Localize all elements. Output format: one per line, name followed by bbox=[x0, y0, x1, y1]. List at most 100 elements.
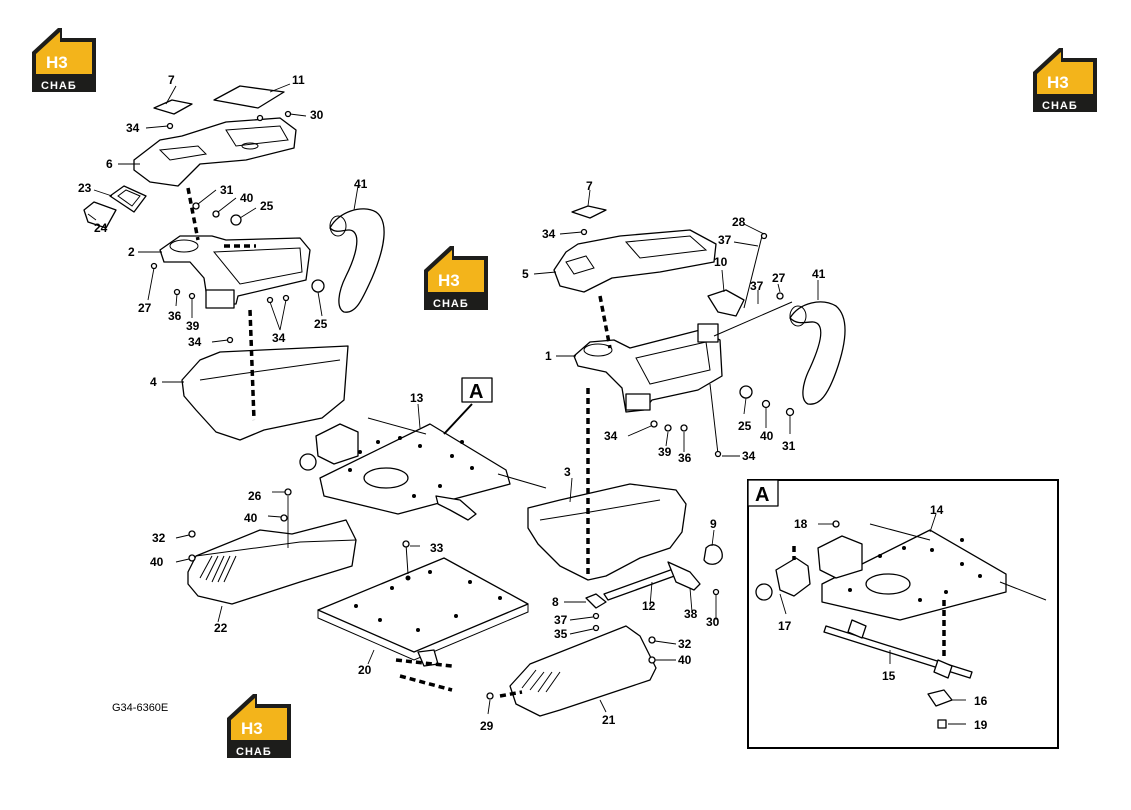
callout-15: 15 bbox=[882, 669, 896, 683]
callout-39: 39 bbox=[658, 445, 672, 459]
logo-word: СНАБ bbox=[433, 298, 469, 310]
detail-a-panel: A bbox=[747, 479, 1059, 749]
part-13-base-plate bbox=[299, 403, 547, 521]
part-2-housing bbox=[159, 235, 311, 305]
callout-12: 12 bbox=[642, 599, 656, 613]
part-6-top-console bbox=[133, 117, 297, 187]
callout-11: 11 bbox=[292, 73, 305, 87]
callout-7: 7 bbox=[168, 73, 175, 87]
detail-a-label: A bbox=[755, 484, 769, 506]
callout-14: 14 bbox=[930, 503, 944, 517]
logo-top-right: H3 СНАБ bbox=[1033, 48, 1097, 112]
part-17-lever bbox=[775, 557, 811, 597]
callout-37: 37 bbox=[554, 613, 568, 627]
part-23-frame bbox=[109, 185, 147, 213]
callout-27: 27 bbox=[772, 271, 786, 285]
callout-30: 30 bbox=[706, 615, 720, 629]
logo-mark-text: H3 bbox=[46, 53, 68, 72]
callout-34: 34 bbox=[272, 331, 286, 345]
callout-41: 41 bbox=[812, 267, 826, 281]
part-8-clip bbox=[585, 593, 607, 609]
callout-1: 1 bbox=[545, 349, 552, 363]
callout-2: 2 bbox=[128, 245, 135, 259]
part-12-rod bbox=[564, 529, 723, 635]
callout-34: 34 bbox=[126, 121, 140, 135]
callout-38: 38 bbox=[684, 607, 698, 621]
part-21-cover bbox=[486, 625, 677, 717]
callout-34: 34 bbox=[742, 449, 756, 463]
logo-word: СНАБ bbox=[236, 746, 272, 758]
callout-25: 25 bbox=[314, 317, 328, 331]
part-25c-knob bbox=[739, 385, 753, 399]
callout-30: 30 bbox=[310, 108, 324, 122]
callout-29: 29 bbox=[480, 719, 494, 733]
part-25-knob bbox=[230, 214, 242, 226]
callout-25: 25 bbox=[260, 199, 274, 213]
logo-mark-text: H3 bbox=[241, 719, 263, 738]
part-15-shaft bbox=[823, 625, 973, 679]
callout-32: 32 bbox=[152, 531, 166, 545]
callout-32: 32 bbox=[678, 637, 692, 651]
part-9-knob bbox=[703, 544, 723, 565]
callout-18: 18 bbox=[794, 517, 808, 531]
callout-36: 36 bbox=[168, 309, 182, 323]
callout-16: 16 bbox=[974, 694, 988, 708]
callout-20: 20 bbox=[358, 663, 372, 677]
callout-8: 8 bbox=[552, 595, 559, 609]
callout-24: 24 bbox=[94, 221, 108, 235]
callout-9: 9 bbox=[710, 517, 717, 531]
callout-34: 34 bbox=[542, 227, 556, 241]
logo-top-left: H3 СНАБ bbox=[32, 28, 96, 92]
logo-mark-text: H3 bbox=[1047, 73, 1069, 92]
callout-5: 5 bbox=[522, 267, 529, 281]
section-ref-label: A bbox=[469, 381, 483, 403]
part-1-housing bbox=[573, 329, 723, 413]
callout-40: 40 bbox=[760, 429, 774, 443]
part-20-floor-plate bbox=[317, 540, 529, 692]
callout-40: 40 bbox=[244, 511, 258, 525]
callout-41: 41 bbox=[354, 177, 368, 191]
callout-34: 34 bbox=[188, 335, 202, 349]
callout-37: 37 bbox=[718, 233, 732, 247]
part-22-cover bbox=[175, 488, 357, 623]
callout-17: 17 bbox=[778, 619, 792, 633]
callout-labels: 7 11 30 34 6 23 24 31 40 25 41 2 27 36 3… bbox=[78, 73, 988, 733]
callout-28: 28 bbox=[732, 215, 746, 229]
callout-13: 13 bbox=[410, 391, 424, 405]
right-console-assembly bbox=[533, 189, 846, 458]
logo-center: H3 СНАБ bbox=[424, 246, 488, 310]
callout-36: 36 bbox=[678, 451, 692, 465]
callout-22: 22 bbox=[214, 621, 228, 635]
callout-21: 21 bbox=[602, 713, 616, 727]
part-41b-hose bbox=[789, 301, 846, 405]
callout-3: 3 bbox=[564, 465, 571, 479]
part-7b-cover-plate bbox=[571, 205, 607, 219]
section-ref-box: A bbox=[443, 377, 493, 435]
drawing-code: G34-6360E bbox=[112, 702, 168, 714]
callout-7: 7 bbox=[586, 179, 593, 193]
callout-33: 33 bbox=[430, 541, 444, 555]
part-24-pad bbox=[83, 201, 117, 229]
logo-word: СНАБ bbox=[41, 80, 77, 92]
part-4-lower-cover bbox=[181, 345, 349, 441]
callout-39: 39 bbox=[186, 319, 200, 333]
part-25-knob-b bbox=[311, 279, 325, 293]
logo-mark-text: H3 bbox=[438, 271, 460, 290]
callout-40: 40 bbox=[240, 191, 254, 205]
left-console-assembly bbox=[83, 83, 385, 441]
callout-27: 27 bbox=[138, 301, 152, 315]
logo-word: СНАБ bbox=[1042, 100, 1078, 112]
callout-10: 10 bbox=[714, 255, 728, 269]
callout-37: 37 bbox=[750, 279, 764, 293]
part-41-hose bbox=[329, 208, 385, 313]
part-5-top-console bbox=[553, 229, 717, 293]
callout-40: 40 bbox=[678, 653, 692, 667]
callout-23: 23 bbox=[78, 181, 92, 195]
part-3-lower-cover bbox=[527, 388, 687, 581]
part-7-cover-plate bbox=[153, 99, 193, 115]
callout-19: 19 bbox=[974, 718, 988, 732]
callout-35: 35 bbox=[554, 627, 568, 641]
callout-31: 31 bbox=[220, 183, 234, 197]
callout-26: 26 bbox=[248, 489, 262, 503]
